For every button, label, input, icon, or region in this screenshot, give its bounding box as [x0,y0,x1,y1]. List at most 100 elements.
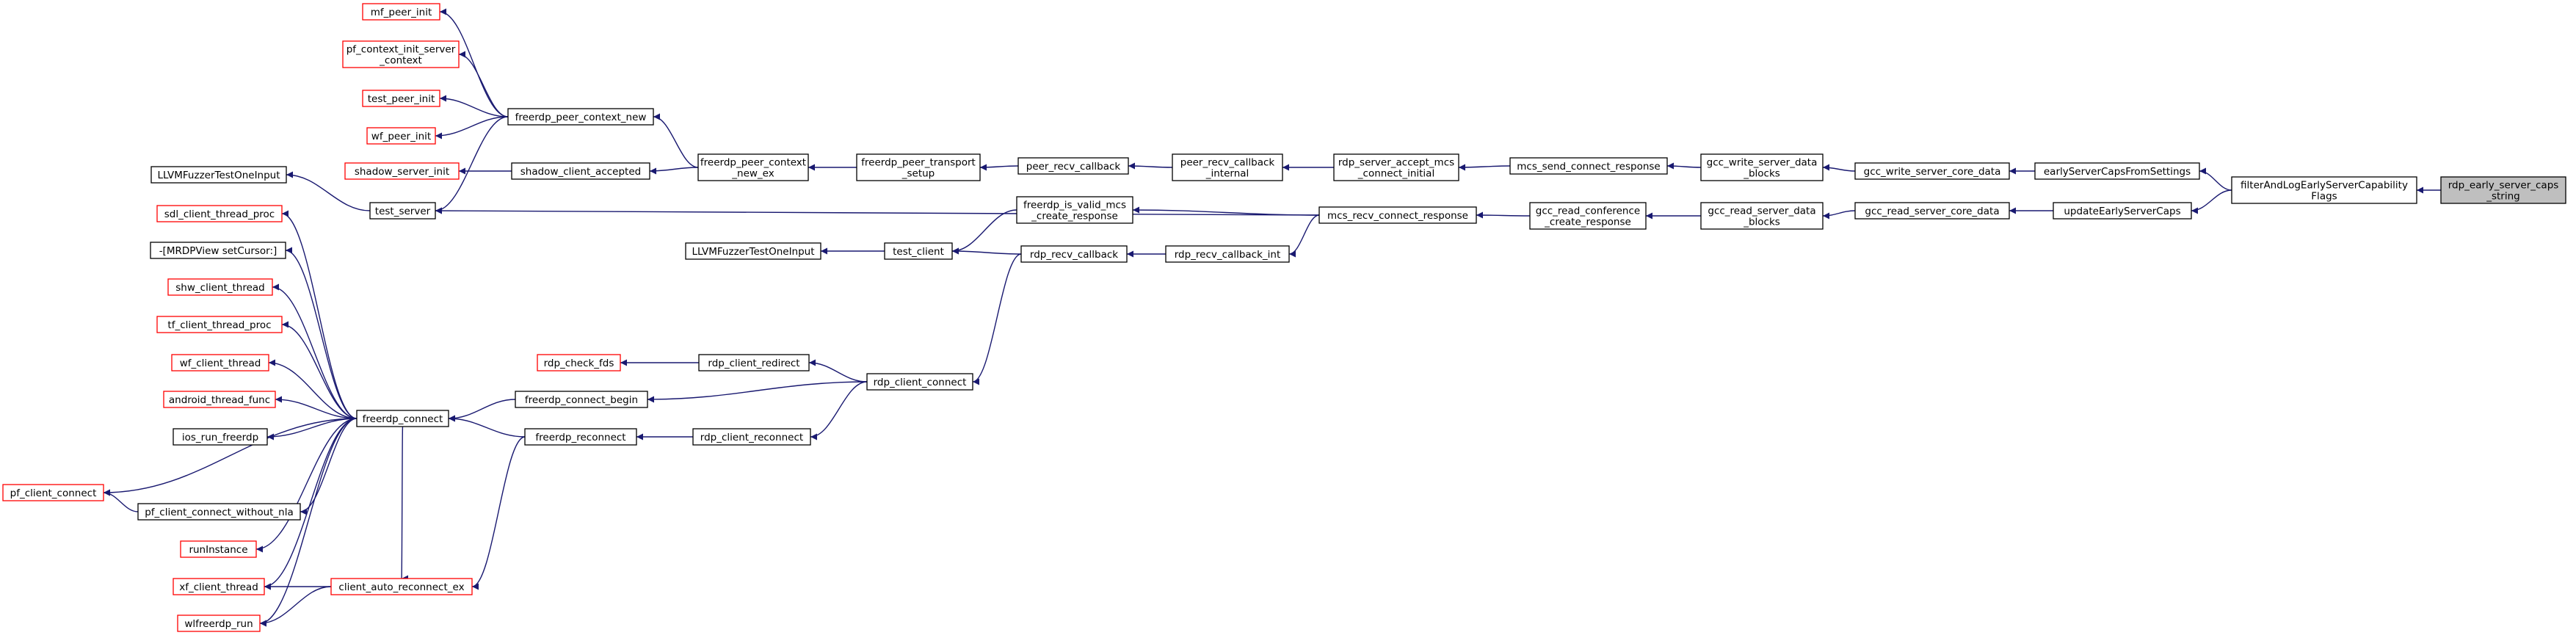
node-gcc-read-server-data-blocks[interactable]: gcc_read_server_data_blocks [1700,202,1824,230]
node-label: rdp_client_redirect [708,358,799,369]
edge [1288,214,1320,258]
edge-test-client-to-rdp-recv-callback [951,247,1022,255]
node-label: _context [379,55,422,67]
node-pf-client-connect-without-nla[interactable]: pf_client_connect_without_nla [137,503,301,521]
node-xf-client-thread[interactable]: xf_client_thread [173,578,265,595]
node-label: wf_client_thread [180,358,261,369]
node-wf-client-thread[interactable]: wf_client_thread [171,354,269,371]
edge-pf-client-connect-to-pf-client-connect-without-nla [103,489,139,512]
edge-sdl-client-thread-proc-to-freerdp-connect [281,210,358,419]
node-shw-client-thread[interactable]: shw_client_thread [167,278,273,296]
node-box [137,503,301,521]
node-box [1318,206,1477,224]
edge-rdp-client-connect-to-rdp-recv-callback [972,253,1022,385]
node-android-thread-func[interactable]: android_thread_func [163,391,276,408]
node-freerdp-connect[interactable]: freerdp_connect [356,410,449,427]
node-freerdp-peer-context-new-ex[interactable]: freerdp_peer_context_new_ex [697,153,809,181]
node-rdp-client-reconnect[interactable]: rdp_client_reconnect [692,428,811,446]
node-label: pf_client_connect_without_nla [145,507,294,518]
edge [653,113,699,168]
node-pf-client-connect[interactable]: pf_client_connect [2,484,104,501]
edge-shw-client-thread-to-freerdp-connect [272,283,358,419]
node-label: filterAndLogEarlyServerCapability [2241,180,2408,192]
node-sdl-client-thread-proc[interactable]: sdl_client_thread_proc [156,205,283,222]
node-rdp-recv-callback-int[interactable]: rdp_recv_callback_int [1165,245,1290,263]
node-freerdp-is-valid-mcs-create-response[interactable]: freerdp_is_valid_mcs_create_response [1016,196,1133,224]
edge [1666,162,1702,170]
node-ios-run-freerdp[interactable]: ios_run_freerdp [173,428,268,446]
node-shadow-server-init[interactable]: shadow_server_init [344,162,460,180]
node-test-peer-init[interactable]: test_peer_init [362,90,440,107]
node-wf-peer-init[interactable]: wf_peer_init [366,127,436,145]
node-rdp-client-connect[interactable]: rdp_client_connect [866,373,973,391]
node-label: rdp_client_reconnect [700,432,803,443]
node-box [180,540,257,558]
node-llvmfuzzertestoneinput-2[interactable]: LLVMFuzzerTestOneInput [685,242,821,260]
node-rdp-recv-callback[interactable]: rdp_recv_callback [1020,245,1128,263]
node-label: earlyServerCapsFromSettings [2044,166,2191,178]
edge [2199,167,2232,191]
node-tf-client-thread-proc[interactable]: tf_client_thread_proc [156,316,283,333]
node-mcs-recv-connect-response[interactable]: mcs_recv_connect_response [1318,206,1477,224]
node-box [156,205,283,222]
edge [435,207,1320,216]
edge-rdp-client-redirect-to-rdp-client-connect [808,359,868,383]
node-label: gcc_read_server_core_data [1865,206,1999,217]
node-shadow-client-accepted[interactable]: shadow_client_accepted [511,162,650,180]
node-label: LLVMFuzzerTestOneInput [157,170,280,181]
node-earlyservercapsfromsettings[interactable]: earlyServerCapsFromSettings [2034,162,2200,180]
node-box [698,354,810,371]
node-test-server[interactable]: test_server [369,202,436,220]
nodes-layer: rdp_early_server_caps_string filterAndLog… [2,3,2566,632]
edge-xf-client-thread-to-freerdp-connect [264,418,358,590]
edge [471,436,526,590]
node-label: gcc_write_server_data [1707,157,1818,169]
node-test-client[interactable]: test_client [884,242,953,260]
edge-freerdp-peer-context-new-to-freerdp-peer-context-new-ex [653,113,699,168]
node-gcc-read-server-core-data[interactable]: gcc_read_server_core_data [1854,202,2010,220]
node-freerdp-reconnect[interactable]: freerdp_reconnect [524,428,637,446]
node-box [1854,202,2010,220]
node-box [1165,245,1290,263]
node-freerdp-peer-transport-setup[interactable]: freerdp_peer_transport_setup [856,153,981,181]
edge-test-server-to-mcs-recv-connect-response [435,207,1320,216]
node-box [150,242,286,259]
node-box [366,127,436,145]
node-box [524,428,637,446]
node-llvmfuzzertestoneinput-1[interactable]: LLVMFuzzerTestOneInput [150,166,287,184]
node-client-auto-reconnect-ex[interactable]: client_auto_reconnect_ex [330,578,473,595]
node-rdp-check-fds[interactable]: rdp_check_fds [537,354,621,371]
node-box [173,578,265,595]
node-mf-peer-init[interactable]: mf_peer_init [362,3,440,21]
node-updateearlyservercaps[interactable]: updateEarlyServerCaps [2053,202,2192,220]
node-runinstance[interactable]: runInstance [180,540,257,558]
node-pf-context-init-server-context[interactable]: pf_context_init_server_context [342,40,460,68]
node-rdp-server-accept-mcs-connect-initial[interactable]: rdp_server_accept_mcs_connect_initial [1333,153,1459,181]
node-gcc-write-server-core-data[interactable]: gcc_write_server_core_data [1854,162,2010,180]
node-gcc-read-conference-create-response[interactable]: gcc_read_conference_create_response [1529,202,1647,230]
edge-shadow-client-accepted-to-freerdp-peer-context-new-ex [649,167,699,175]
node-rdp-client-redirect[interactable]: rdp_client_redirect [698,354,810,371]
node-label: rdp_server_accept_mcs [1338,157,1454,169]
node-freerdp-peer-context-new[interactable]: freerdp_peer_context_new [507,108,654,126]
edge-wf-client-thread-to-freerdp-connect [268,359,358,419]
node-label: _blocks [1743,168,1780,180]
node-peer-recv-callback-internal[interactable]: peer_recv_callback_internal [1172,153,1283,181]
node-mrdpview-setcursor[interactable]: -[MRDPView setCursor:] [150,242,286,259]
node-label: runInstance [189,544,247,556]
edge-android-thread-func-to-freerdp-connect [275,396,358,419]
node-box [362,90,440,107]
node-gcc-write-server-data-blocks[interactable]: gcc_write_server_data_blocks [1700,153,1824,181]
node-peer-recv-callback[interactable]: peer_recv_callback [1017,157,1129,175]
node-wlfreerdp-run[interactable]: wlfreerdp_run [177,615,261,632]
edge [2191,189,2232,214]
edge [401,426,409,580]
node-rdp-early-server-caps-string[interactable]: rdp_early_server_caps_string [2440,176,2566,204]
node-mcs-send-connect-response[interactable]: mcs_send_connect_response [1509,157,1668,175]
edge-pf-context-init-server-context-to-freerdp-peer-context-new [458,51,509,117]
node-freerdp-connect-begin[interactable]: freerdp_connect_begin [515,391,648,408]
edge [268,359,358,419]
node-box [1529,202,1647,230]
